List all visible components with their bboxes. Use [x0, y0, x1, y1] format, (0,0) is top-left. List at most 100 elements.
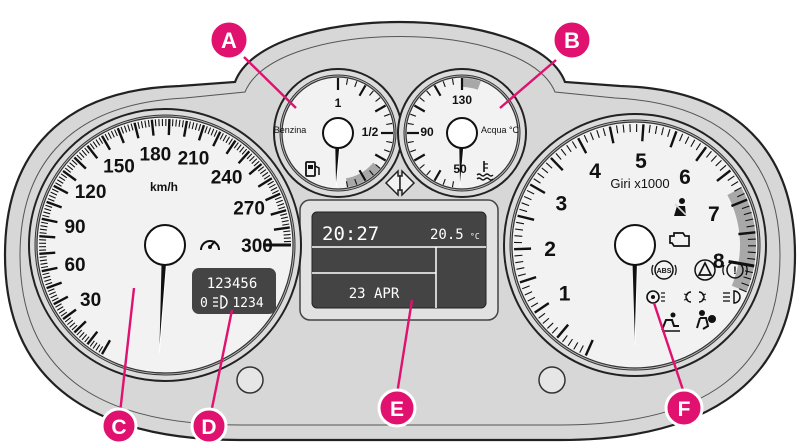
- speedometer-tick: [67, 319, 74, 326]
- speedometer-tick: [89, 340, 95, 347]
- speedometer-tick: [237, 150, 251, 165]
- temperature-gauge-hub: [446, 117, 478, 149]
- callout-f: F: [664, 388, 704, 428]
- speedometer-tick: [283, 233, 291, 236]
- speedometer-tick: [191, 122, 195, 130]
- tachometer-label: 4: [589, 160, 601, 183]
- tachometer-tick: [523, 196, 532, 201]
- speedometer-tick: [40, 221, 49, 225]
- tachometer-tick: [743, 211, 752, 216]
- callout-line-f: [652, 302, 686, 394]
- speedometer-tick: [56, 306, 64, 311]
- speed-unit-label: km/h: [150, 180, 178, 194]
- speedometer-tick: [100, 135, 112, 151]
- speedometer-tick: [46, 281, 63, 290]
- temperature-gauge-tick: [433, 84, 442, 97]
- speedometer-tick: [86, 330, 99, 346]
- tachometer-tick: [608, 126, 615, 144]
- tachometer-tick: [542, 317, 550, 324]
- fuel-gauge-tick: [386, 140, 393, 144]
- speedometer-tick: [120, 126, 125, 134]
- speedometer-tick: [207, 127, 212, 135]
- speedometer-tick: [92, 342, 98, 349]
- fuel-gauge-tick: [374, 104, 387, 113]
- speedometer-tick: [39, 232, 47, 234]
- speedometer-tick: [39, 235, 56, 239]
- right-knob[interactable]: [538, 366, 566, 394]
- speedometer-label: 30: [80, 290, 101, 311]
- speedometer-tick: [45, 282, 53, 286]
- speedometer-tick: [39, 251, 56, 255]
- tachometer-tick: [545, 162, 553, 169]
- speedometer-tick: [100, 339, 112, 355]
- tachometer-tick: [556, 323, 570, 339]
- high-beam-icon: [723, 290, 741, 304]
- speedometer-tick: [78, 152, 85, 159]
- temperature-gauge-hot-band: [462, 78, 481, 90]
- speedometer-tick: [280, 216, 288, 220]
- speedometer-tick: [204, 126, 208, 134]
- temperature-gauge-tick: [413, 104, 426, 113]
- tachometer-tick: [515, 260, 524, 264]
- speedometer-tick: [78, 331, 85, 338]
- tachometer-tick: [695, 142, 702, 151]
- callout-b: B: [551, 19, 593, 61]
- tachometer-tick: [579, 345, 584, 353]
- speedometer-tick: [222, 134, 227, 142]
- hazard-icon: [694, 259, 716, 281]
- tachometer-tick: [746, 225, 755, 228]
- tachometer-tick: [550, 157, 564, 172]
- speedometer-tick: [212, 131, 222, 147]
- speedometer-tick: [43, 275, 51, 279]
- speedometer-tick: [114, 129, 118, 137]
- callout-e: E: [377, 388, 417, 428]
- speedometer-tick: [62, 308, 77, 321]
- tachometer-tick: [719, 164, 727, 171]
- tachometer-tick: [734, 186, 742, 192]
- temperature-gauge-tick: [442, 81, 446, 88]
- speedometer-tick: [239, 146, 245, 153]
- coolant-temperature-icon: [476, 161, 494, 181]
- speedometer-tick: [53, 295, 69, 306]
- speedometer-tick: [45, 204, 53, 208]
- speedometer-tick: [225, 136, 230, 144]
- speedometer-tick: [272, 190, 279, 195]
- passenger-airbag-icon: [696, 310, 716, 330]
- tachometer-tick: [690, 139, 696, 148]
- speedometer-label: 210: [178, 149, 210, 170]
- temp-high-label: 130: [452, 93, 472, 107]
- tachometer-label: 2: [544, 238, 556, 261]
- temperature-gauge: [397, 68, 527, 198]
- speedometer-tick: [73, 320, 87, 334]
- left-knob[interactable]: [236, 366, 264, 394]
- speedometer-tick: [95, 344, 101, 351]
- tachometer-tick: [514, 254, 523, 257]
- speedometer-tick: [137, 121, 140, 129]
- speedometer-label: 240: [211, 168, 243, 189]
- speedometer-tick: [144, 120, 147, 128]
- speedometer-tick: [282, 223, 290, 226]
- fuel-gauge-tick: [354, 81, 358, 88]
- speedometer-tick: [277, 203, 285, 207]
- speedometer-tick: [147, 120, 150, 128]
- fuel-gauge-tick: [383, 149, 390, 153]
- speedometer-tick: [46, 200, 63, 209]
- tachometer-tick: [538, 312, 546, 319]
- tachometer-tick: [567, 338, 573, 347]
- callout-line-b: [499, 59, 557, 109]
- tachometer-tick: [710, 155, 717, 162]
- speedometer-tick: [236, 144, 242, 151]
- temp-mid-label: 90: [420, 125, 434, 139]
- speedometer-tick: [261, 171, 269, 177]
- outside-temp-unit: °C: [470, 232, 480, 241]
- fuel-gauge-tick: [358, 84, 367, 97]
- tachometer-tick: [577, 137, 588, 154]
- tachometer-label: 6: [679, 166, 691, 189]
- temp-gauge-label: Acqua °C: [481, 125, 520, 135]
- speedometer-tick: [246, 153, 253, 160]
- speedometer-tick: [71, 324, 78, 331]
- fuel-gauge-tick: [354, 178, 358, 185]
- fuel-gauge-tick: [383, 113, 390, 117]
- tachometer-tick: [747, 257, 756, 260]
- tachometer-tick: [641, 124, 645, 142]
